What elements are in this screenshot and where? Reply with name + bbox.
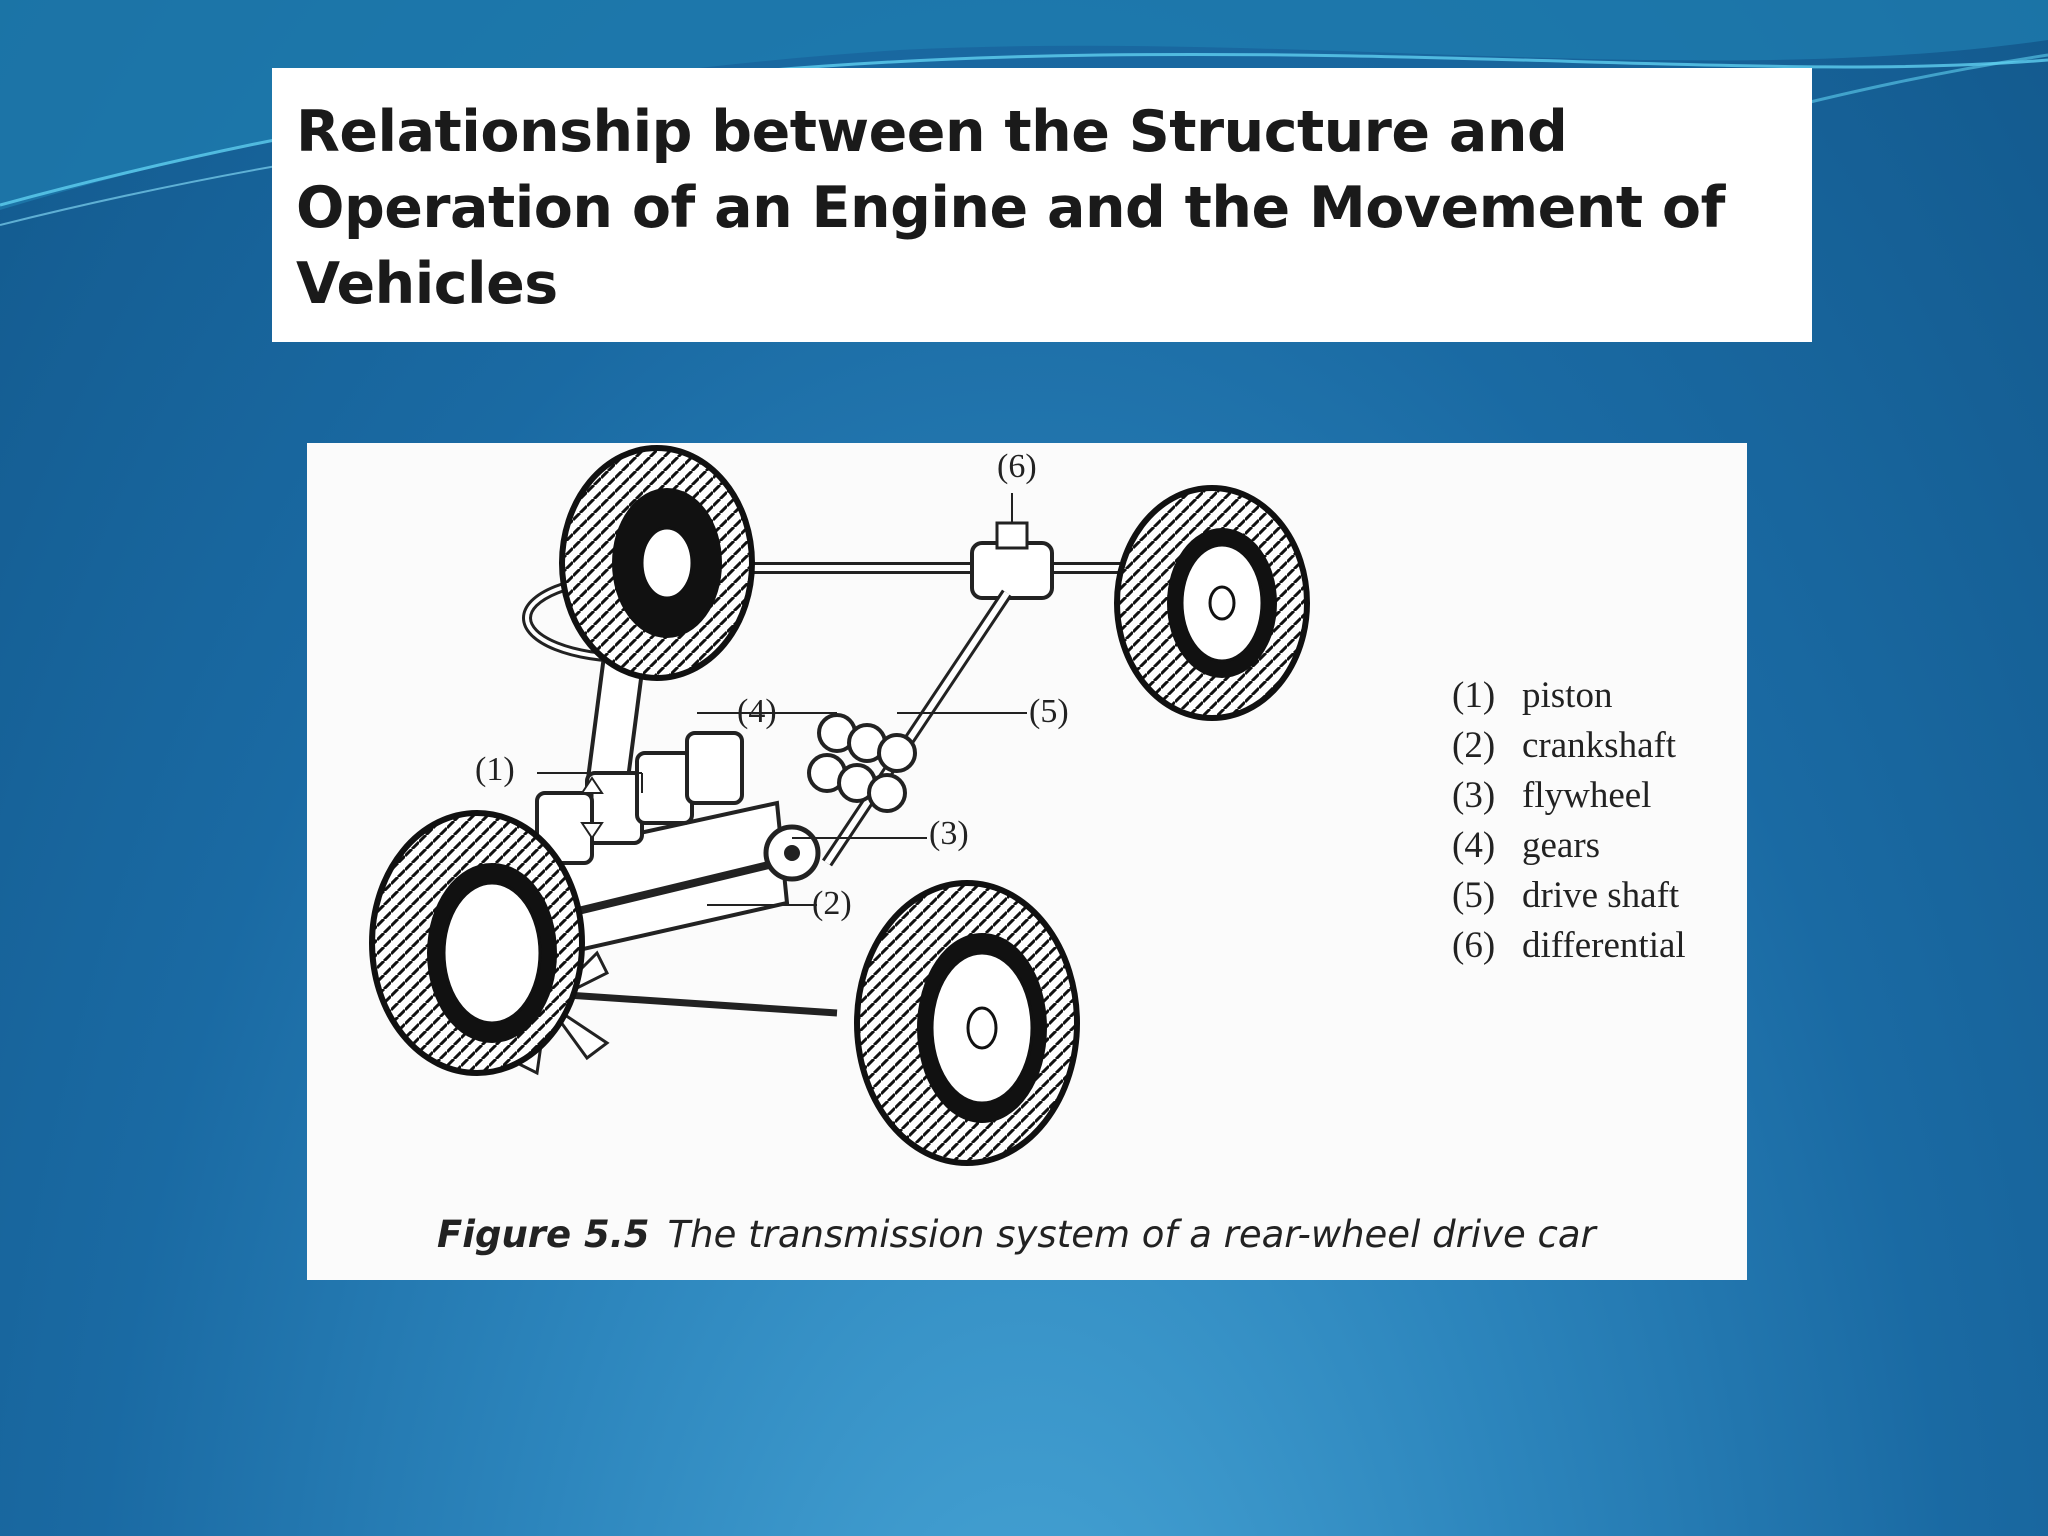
tire-front-right (854, 880, 1080, 1166)
figure-caption-label: Figure 5.5 (437, 1213, 650, 1256)
transmission-illustration (369, 445, 1310, 1166)
legend-number: (2) (1452, 725, 1496, 766)
drive-shaft (822, 589, 1012, 867)
tire-front-left (369, 810, 585, 1076)
tire-rear-right (1114, 485, 1310, 721)
flywheel (763, 824, 821, 882)
legend-label: differential (1522, 925, 1686, 966)
figure-caption: Figure 5.5 The transmission system of a r… (437, 1213, 1596, 1256)
slide-title-line-3: Vehicles (296, 251, 558, 317)
slide-title-line-2: Operation of an Engine and the Movement … (296, 175, 1725, 241)
legend-item: (4) gears (1452, 821, 1686, 871)
legend-number: (6) (1452, 925, 1496, 966)
callout-4: (4) (737, 693, 777, 730)
leader-lines (537, 712, 1027, 906)
legend-item: (2) crankshaft (1452, 721, 1686, 771)
legend-label: drive shaft (1522, 875, 1680, 916)
gearbox (807, 713, 917, 813)
front-axle (536, 989, 838, 1017)
legend-number: (4) (1452, 825, 1496, 866)
piston-motion-arrow (580, 776, 604, 840)
legend-label: piston (1522, 675, 1613, 716)
figure-box: (1) (2) (3) (4) (5) (6) (1) piston (2) cra… (307, 443, 1747, 1280)
tire-rear-left (559, 445, 755, 681)
figure-legend: (1) piston (2) crankshaft (3) flywheel (4) g… (1452, 671, 1686, 971)
callout-6: (6) (997, 448, 1037, 485)
legend-number: (5) (1452, 875, 1496, 916)
legend-label: flywheel (1522, 775, 1652, 816)
legend-label: gears (1522, 825, 1601, 866)
callout-3: (3) (929, 815, 969, 852)
legend-item: (6) differential (1452, 921, 1686, 971)
figure-caption-text: The transmission system of a rear-wheel … (667, 1213, 1596, 1256)
legend-item: (3) flywheel (1452, 771, 1686, 821)
legend-number: (1) (1452, 675, 1496, 716)
title-box: Relationship between the Structure and O… (272, 68, 1812, 342)
legend-item: (1) piston (1452, 671, 1686, 721)
callout-2: (2) (812, 885, 852, 922)
legend-item: (5) drive shaft (1452, 871, 1686, 921)
legend-number: (3) (1452, 775, 1496, 816)
slide-title-line-1: Relationship between the Structure and (296, 99, 1568, 165)
legend-label: crankshaft (1522, 725, 1677, 766)
callout-5: (5) (1029, 693, 1069, 730)
differential-housing (970, 493, 1054, 600)
callout-1: (1) (475, 751, 515, 788)
